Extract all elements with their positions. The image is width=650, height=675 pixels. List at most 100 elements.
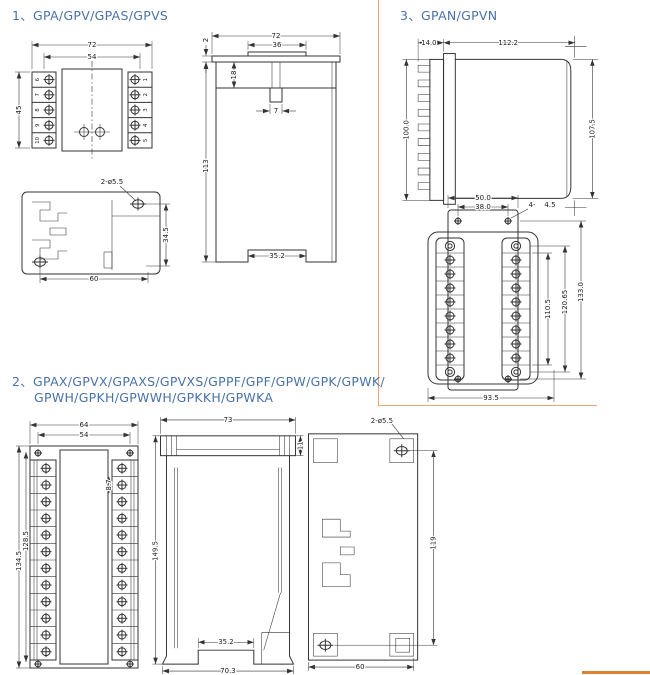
- case-outline: [455, 58, 572, 199]
- din-clip: [32, 201, 67, 260]
- dimension-lines: [447, 195, 529, 219]
- dim-label: 34.5: [162, 227, 170, 243]
- leader-line: [391, 423, 404, 439]
- case-outline: [161, 455, 295, 665]
- section-2-title-line2: GPWH/GPKH/GPWWH/GPKKH/GPWKA: [34, 390, 274, 405]
- dim-label: 120.65: [561, 290, 569, 315]
- dim-label: 14.0: [421, 39, 436, 47]
- grooves: [174, 467, 282, 649]
- stem: [271, 62, 281, 88]
- dimension-lines: [162, 638, 294, 675]
- case-outline: [427, 231, 539, 385]
- section-2-title: 2、GPAX/GPVX/GPAXS/GPVXS/GPPF/GPF/GPW/GPK…: [12, 374, 402, 406]
- dimension-lines: [231, 62, 306, 259]
- svg-text:4: 4: [143, 123, 149, 127]
- terminal-bar: [429, 58, 445, 201]
- terminal-teeth: [417, 65, 431, 190]
- dim-label: 36: [273, 41, 282, 49]
- case-outline: [307, 433, 419, 661]
- dimension-lines: [427, 220, 586, 402]
- case-outline: [215, 62, 337, 263]
- top-cap: [160, 435, 296, 457]
- dim-label: 110.5: [544, 299, 552, 319]
- dim-label: 8.7: [105, 479, 113, 490]
- section-3-title: 3、GPAN/GPVN: [400, 8, 498, 23]
- svg-text:10: 10: [35, 136, 41, 143]
- dim-label: 70.3: [220, 667, 235, 675]
- dim-label: 64: [80, 421, 89, 429]
- svg-text:5: 5: [143, 138, 149, 142]
- corner-block: [313, 438, 338, 463]
- dim-label: 100.0: [402, 120, 410, 140]
- gpax-bottom-view-drawing: 2-ø5.5 119 60: [307, 416, 439, 672]
- inner-edges: [111, 200, 160, 270]
- dim-label: 133.0: [577, 282, 585, 302]
- dim-label: 4-: [529, 201, 536, 209]
- center-marks: [564, 35, 587, 217]
- release-wedge: [263, 592, 281, 651]
- dimension-lines: [15, 41, 153, 149]
- bracket-holes: [453, 216, 513, 384]
- dim-label: 60: [356, 663, 365, 671]
- svg-text:7: 7: [35, 93, 41, 97]
- dim-label: 112.2: [498, 39, 518, 47]
- dim-label: 45: [15, 106, 23, 115]
- lid-plate: [211, 55, 341, 63]
- dim-label: 7: [274, 107, 278, 115]
- svg-text:8: 8: [35, 108, 41, 112]
- dim-label: 113: [202, 159, 210, 172]
- mounting-holes: [74, 124, 110, 140]
- dim-label: 11: [296, 441, 304, 450]
- cell-separators: [436, 252, 530, 366]
- dimension-lines: [308, 450, 438, 672]
- top-boss: [247, 51, 307, 57]
- footer-accent-rule: [582, 671, 650, 674]
- dim-label: 50.0: [475, 194, 491, 202]
- dimension-lines: [39, 203, 170, 283]
- dim-label: 18: [230, 71, 238, 80]
- corner-block: [313, 633, 338, 657]
- dim-label: 107.5: [588, 119, 596, 139]
- dim-label: 119: [430, 536, 438, 549]
- inner-block: [103, 251, 113, 269]
- terminal-screws: [43, 73, 141, 147]
- case-outline: [21, 191, 161, 275]
- dim-label: 54: [80, 431, 89, 439]
- din-clip: [322, 518, 355, 587]
- gpa-bottom-view-drawing: 2-ø5.5 34.5 60: [21, 177, 171, 284]
- terminal-numbers: 6 7 8 9 10 1 2 3 4 5: [34, 77, 150, 145]
- dimension-lines: [16, 421, 139, 669]
- dim-label: 35.2: [218, 638, 233, 646]
- svg-text:1: 1: [143, 78, 149, 82]
- gpan-rear-view-drawing: 50.0 38.0 4- 4.5 110.5 120.65 133.0 93.5: [427, 193, 586, 403]
- dim-label: 2: [202, 38, 210, 42]
- mount-hole: [393, 443, 411, 458]
- tab: [269, 87, 283, 103]
- gpa-front-view-drawing: 72 54 45 6 7 8 9 10 1 2 3 4 5: [14, 40, 153, 159]
- dim-label: 35.2: [269, 252, 285, 260]
- leader-line: [119, 185, 137, 202]
- dim-label: 54: [88, 53, 97, 61]
- dim-label: 2-ø5.5: [101, 178, 123, 186]
- mount-hole: [316, 638, 334, 653]
- cap-details: [166, 435, 290, 456]
- svg-text:2: 2: [143, 93, 149, 97]
- dimension-lines: [152, 416, 304, 665]
- dim-label: 2-ø5.5: [371, 417, 393, 425]
- dimension-lines: [202, 32, 341, 263]
- corner-block: [389, 633, 414, 657]
- foot-block: [261, 632, 290, 665]
- dim-label: 72: [272, 32, 281, 40]
- gpan-side-view-drawing: 14.0 112.2 100.0 107.5: [401, 35, 599, 217]
- section-1-title: 1、GPA/GPV/GPAS/GPVS: [12, 8, 169, 23]
- dim-label: 4.5: [544, 201, 555, 209]
- dim-label: 72: [88, 41, 97, 49]
- dim-label: 134.5: [15, 551, 23, 571]
- section-3-frame: [378, 0, 597, 406]
- dim-label: 128.5: [22, 531, 30, 551]
- svg-text:6: 6: [35, 77, 41, 81]
- gpax-front-view-drawing: 64 54 8.7 134.5 128.5: [14, 420, 139, 669]
- svg-text:3: 3: [143, 108, 149, 112]
- rear-panel: [443, 53, 456, 205]
- center-body: [59, 449, 109, 665]
